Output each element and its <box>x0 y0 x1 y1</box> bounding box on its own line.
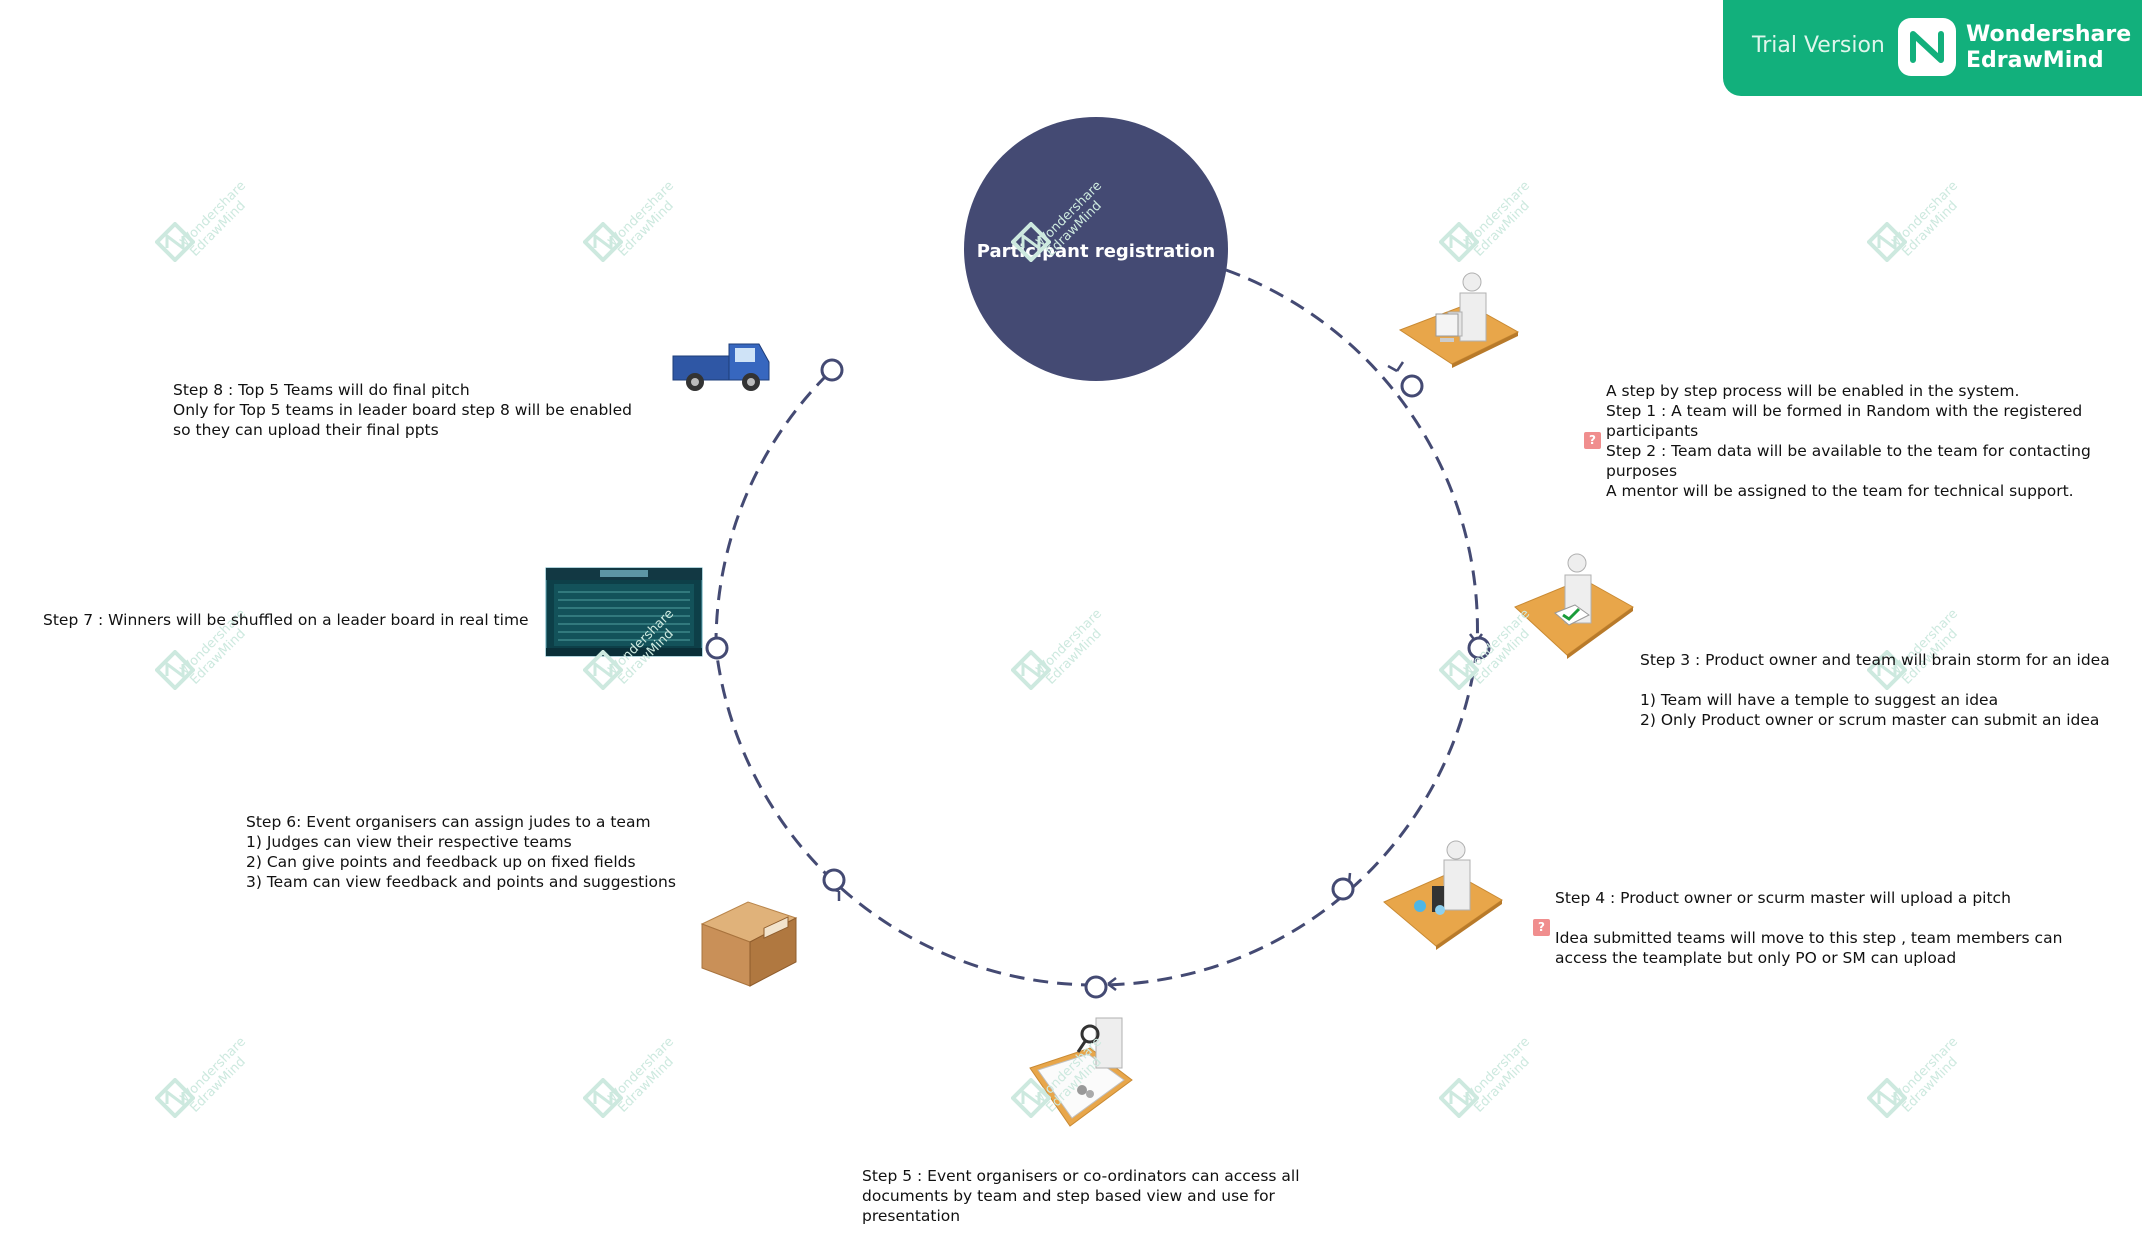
step-8-note[interactable]: Step 8 : Top 5 Teams will do final pitch… <box>173 381 632 439</box>
connector-arc <box>714 368 834 649</box>
desk-magnifier-icon <box>1029 1017 1133 1127</box>
trial-version-label: Trial Version <box>1752 33 1885 58</box>
edrawmind-logo-icon <box>1898 18 1956 76</box>
desk-computer-icon <box>1398 272 1520 368</box>
pickup-truck-icon <box>672 343 770 391</box>
step-marker <box>1400 374 1424 398</box>
desk-document-icon <box>1514 553 1634 659</box>
connector-arc <box>1225 268 1479 649</box>
connector-arc <box>1095 647 1479 987</box>
note-marker-icon[interactable]: ? <box>1584 432 1601 449</box>
desk-lab-icon <box>1383 840 1503 950</box>
arrow-head <box>1387 361 1405 373</box>
connector-arc <box>714 647 1097 987</box>
step-marker <box>705 636 729 660</box>
trial-version-badge[interactable]: Trial Version Wondershare EdrawMind <box>1723 0 2142 96</box>
central-node[interactable] <box>964 117 1228 381</box>
step-marker <box>822 868 846 892</box>
arrow-head <box>1107 977 1117 991</box>
step-7-note[interactable]: Step 7 : Winners will be shuffled on a l… <box>43 611 529 629</box>
step-marker <box>1467 636 1491 660</box>
step-marker <box>1084 975 1108 999</box>
step-4-note[interactable]: Step 4 : Product owner or scurm master w… <box>1555 889 2063 967</box>
brand-line-2: EdrawMind <box>1966 48 2104 73</box>
cardboard-box-icon <box>700 901 798 987</box>
note-marker-icon[interactable]: ? <box>1533 919 1550 936</box>
step-3-note[interactable]: Step 3 : Product owner and team will bra… <box>1640 651 2110 729</box>
step-6-note[interactable]: Step 6: Event organisers can assign jude… <box>246 813 676 891</box>
leaderboard-thumbnail <box>545 567 703 657</box>
step-marker <box>1331 877 1355 901</box>
step-5-note[interactable]: Step 5 : Event organisers or co-ordinato… <box>862 1167 1300 1225</box>
step-marker <box>820 358 844 382</box>
brand-line-1: Wondershare <box>1966 22 2132 47</box>
step-1-2-note[interactable]: A step by step process will be enabled i… <box>1606 382 2091 500</box>
brand-name: Wondershare EdrawMind <box>1966 22 2131 74</box>
